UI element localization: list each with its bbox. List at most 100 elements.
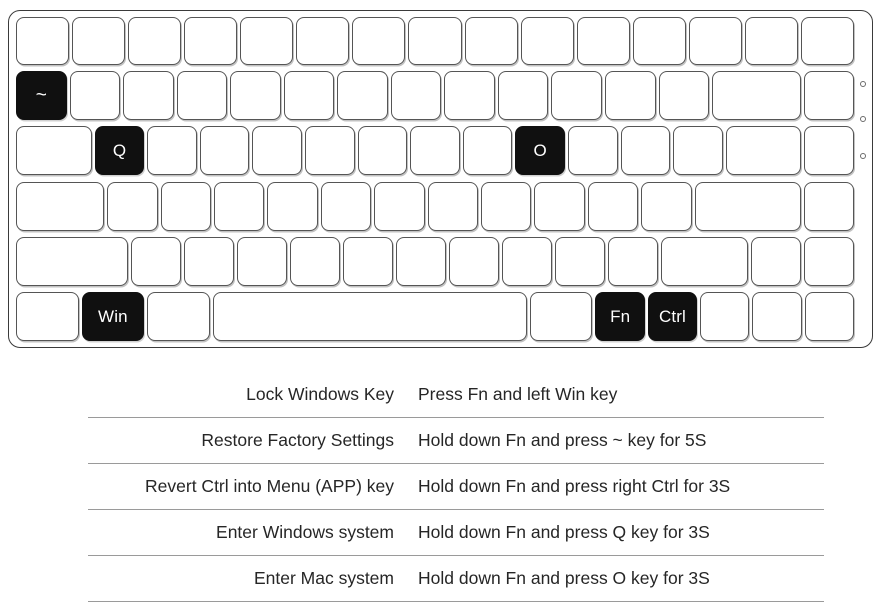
key-f3[interactable] [184, 17, 238, 65]
key-space[interactable] [212, 291, 527, 341]
key-arrow-down[interactable] [752, 291, 802, 341]
key-page-up[interactable] [803, 181, 855, 231]
key-7[interactable] [390, 71, 442, 121]
key-f[interactable] [267, 181, 318, 231]
table-row: Enter Windows system Hold down Fn and pr… [88, 509, 824, 556]
key-s[interactable] [160, 181, 211, 231]
key-6[interactable] [337, 71, 388, 121]
key-o[interactable]: O [515, 126, 565, 176]
key-4[interactable] [230, 71, 281, 121]
key-z[interactable] [131, 236, 182, 286]
key-f11[interactable] [632, 17, 686, 65]
key-y[interactable] [357, 126, 408, 176]
key-fn[interactable]: Fn [595, 291, 645, 341]
keyboard-row-qwerty: Q O [16, 126, 855, 176]
key-k[interactable] [481, 181, 532, 231]
key-page-down[interactable] [804, 236, 855, 286]
key-2[interactable] [123, 71, 174, 121]
key-v[interactable] [290, 236, 341, 286]
key-f2[interactable] [128, 17, 182, 65]
key-f9[interactable] [520, 17, 574, 65]
key-q[interactable]: Q [94, 126, 145, 176]
key-f4[interactable] [240, 17, 294, 65]
key-w[interactable] [147, 126, 197, 176]
key-esc[interactable] [16, 17, 70, 65]
key-slash[interactable] [607, 236, 658, 286]
key-f1[interactable] [72, 17, 126, 65]
key-x[interactable] [184, 236, 235, 286]
key-backslash[interactable] [725, 126, 802, 176]
key-g[interactable] [320, 181, 372, 231]
key-comma[interactable] [501, 236, 552, 286]
key-j[interactable] [427, 181, 478, 231]
shortcut-action: Enter Mac system [88, 555, 406, 602]
indicator-led-group [858, 71, 868, 191]
key-minus[interactable] [605, 71, 656, 121]
keyboard-row-shift [16, 236, 855, 286]
key-f6[interactable] [352, 17, 406, 65]
key-period[interactable] [554, 236, 605, 286]
keyboard-row-home [16, 181, 855, 231]
key-8[interactable] [444, 71, 495, 121]
key-arrow-up[interactable] [751, 236, 802, 286]
key-a[interactable] [107, 181, 158, 231]
key-i[interactable] [462, 126, 513, 176]
key-f7[interactable] [408, 17, 462, 65]
key-alt-right[interactable] [529, 291, 593, 341]
key-caps-lock[interactable] [16, 181, 105, 231]
led-indicator-3 [860, 153, 866, 159]
key-0[interactable] [551, 71, 603, 121]
key-f5[interactable] [296, 17, 350, 65]
key-win-left[interactable]: Win [81, 291, 145, 341]
key-tab[interactable] [16, 126, 92, 176]
key-r[interactable] [252, 126, 303, 176]
key-c[interactable] [237, 236, 288, 286]
key-semicolon[interactable] [587, 181, 639, 231]
key-arrow-left[interactable] [700, 291, 750, 341]
key-equals[interactable] [658, 71, 710, 121]
key-m[interactable] [449, 236, 499, 286]
key-t[interactable] [305, 126, 355, 176]
key-ctrl-left[interactable] [16, 291, 79, 341]
key-3[interactable] [176, 71, 228, 121]
key-f8[interactable] [464, 17, 518, 65]
key-alt-left[interactable] [147, 291, 210, 341]
key-backspace[interactable] [712, 71, 801, 121]
key-home[interactable] [803, 71, 855, 121]
key-tilde[interactable]: ~ [16, 71, 67, 121]
key-h[interactable] [374, 181, 425, 231]
key-bracket-left[interactable] [620, 126, 671, 176]
key-9[interactable] [497, 71, 549, 121]
shortcut-method: Hold down Fn and press ~ key for 5S [406, 417, 824, 464]
key-shift-right[interactable] [660, 236, 749, 286]
key-f10[interactable] [576, 17, 630, 65]
key-delete[interactable] [744, 17, 798, 65]
keyboard-key-grid: ~ Q O [16, 17, 865, 341]
led-indicator-2 [860, 116, 866, 122]
key-shift-left[interactable] [16, 236, 129, 286]
key-n[interactable] [396, 236, 446, 286]
key-enter[interactable] [694, 181, 801, 231]
keyboard-row-function [16, 17, 854, 65]
keyboard-row-number: ~ [16, 71, 855, 121]
key-d[interactable] [213, 181, 265, 231]
shortcut-action: Revert Ctrl into Menu (APP) key [88, 463, 406, 510]
key-b[interactable] [343, 236, 394, 286]
key-p[interactable] [567, 126, 618, 176]
shortcut-method: Press Fn and left Win key [406, 372, 824, 418]
key-5[interactable] [283, 71, 335, 121]
shortcut-method: Hold down Fn and press Q key for 3S [406, 509, 824, 556]
key-1[interactable] [69, 71, 121, 121]
key-arrow-right[interactable] [804, 291, 855, 341]
key-f12[interactable] [688, 17, 742, 65]
key-bracket-right[interactable] [673, 126, 723, 176]
key-l[interactable] [534, 181, 585, 231]
key-end[interactable] [804, 126, 855, 176]
shortcut-action: Restore Factory Settings [88, 417, 406, 464]
shortcut-method: Hold down Fn and press O key for 3S [406, 555, 824, 602]
key-ctrl-right[interactable]: Ctrl [647, 291, 698, 341]
key-e[interactable] [199, 126, 250, 176]
key-quote[interactable] [641, 181, 692, 231]
key-u[interactable] [410, 126, 460, 176]
key-power[interactable] [800, 17, 854, 65]
